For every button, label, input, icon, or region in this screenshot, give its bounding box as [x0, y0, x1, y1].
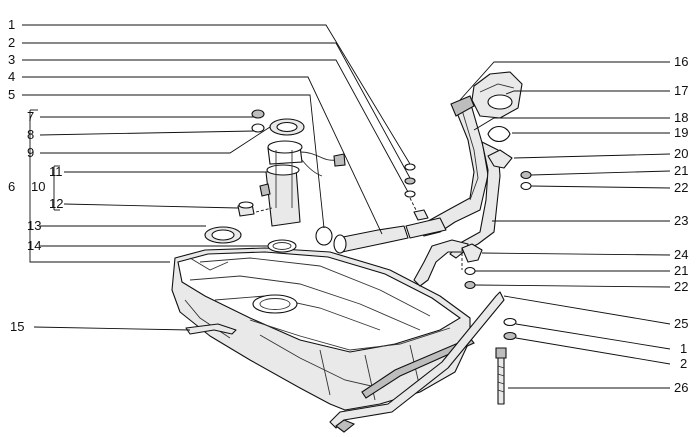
callout-2-lower: 2: [680, 356, 687, 371]
flange-9: [269, 118, 305, 136]
callout-8: 8: [27, 127, 34, 142]
bracket-20: [487, 149, 513, 169]
pump-gasket-12: [237, 201, 273, 217]
nut-washer-21-22-upper: [520, 170, 532, 191]
hose-clamp-5: [315, 226, 333, 246]
callout-13: 13: [27, 218, 41, 233]
callouts-left: 1 2 3 4 5 6 7 8 9 10 11 12 13 14 15: [8, 17, 63, 334]
callouts-right: 16 17 18 19 20 21 22 23 24 21 22 25 1 2 …: [674, 54, 688, 395]
nut-7: [251, 109, 265, 119]
callout-18: 18: [674, 110, 688, 125]
leader-lines-right: [459, 61, 671, 389]
callout-25: 25: [674, 316, 688, 331]
seal-14: [267, 239, 297, 253]
washers-1-2-lower: [503, 317, 517, 341]
callout-4: 4: [8, 69, 15, 84]
bolt-26: [495, 347, 507, 405]
callout-11: 11: [49, 164, 63, 179]
callout-23: 23: [674, 213, 688, 228]
callout-20: 20: [674, 146, 688, 161]
filler-cap: [471, 71, 523, 119]
callout-15: 15: [10, 319, 24, 334]
callout-1-lower: 1: [680, 341, 687, 356]
filler-neck-tube: [317, 95, 501, 287]
callout-5: 5: [8, 87, 15, 102]
nut-washer-21-22-lower: [464, 266, 476, 290]
fuel-tank: [171, 247, 475, 411]
washers-1-2-3-upper: [404, 163, 429, 221]
callout-3: 3: [8, 52, 15, 67]
callout-14: 14: [27, 238, 41, 253]
callout-21-upper: 21: [674, 163, 688, 178]
callout-22-upper: 22: [674, 180, 688, 195]
callout-17: 17: [674, 83, 688, 98]
callout-1: 1: [8, 17, 15, 32]
callout-12: 12: [49, 196, 63, 211]
fuel-pump-assembly: [259, 140, 346, 227]
callout-2: 2: [8, 35, 15, 50]
callout-7: 7: [27, 109, 34, 124]
callout-16: 16: [674, 54, 688, 69]
callout-22-lower: 22: [674, 279, 688, 294]
leader-lines-left: [22, 24, 411, 331]
lock-ring-13: [204, 226, 242, 244]
callout-24: 24: [674, 247, 688, 262]
callout-26: 26: [674, 380, 688, 395]
washer-8: [251, 123, 265, 133]
strap-15: [185, 323, 237, 335]
hose-clamp-19: [487, 125, 511, 143]
callout-6: 6: [8, 179, 15, 194]
strap-25: [329, 291, 505, 433]
bracket-24: [461, 243, 483, 270]
callout-19: 19: [674, 125, 688, 140]
callout-9: 9: [27, 145, 34, 160]
callout-21-lower: 21: [674, 263, 688, 278]
callout-10: 10: [31, 179, 45, 194]
